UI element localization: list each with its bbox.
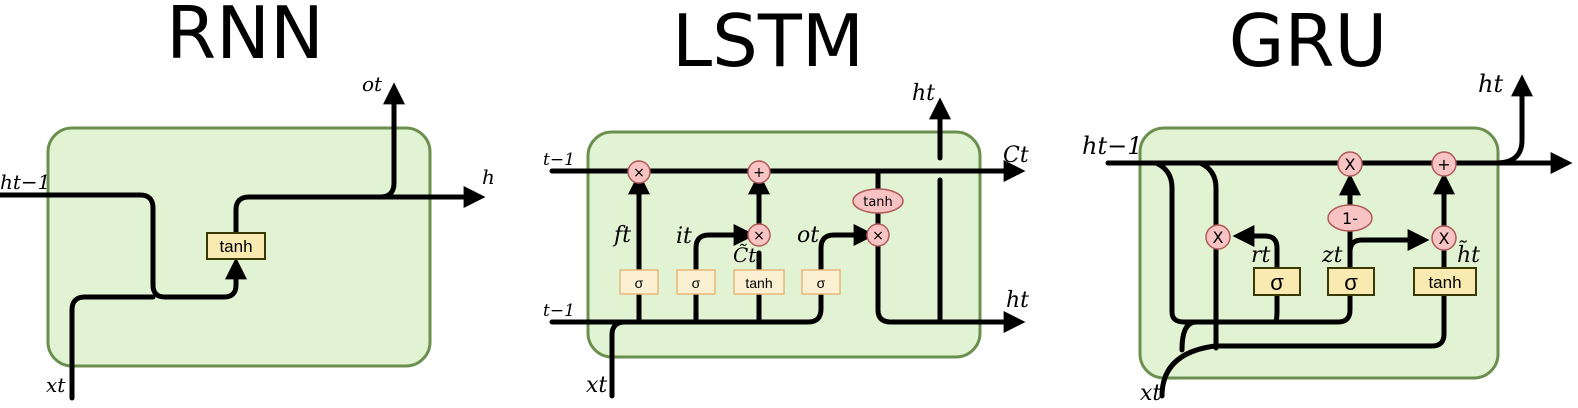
lstm-forget-gate <box>619 269 659 295</box>
gru-z-label: zt <box>1321 243 1343 268</box>
lstm-forget-mul-label: × <box>633 165 645 181</box>
lstm-input-mul-label: × <box>753 228 765 244</box>
lstm-add-label: + <box>753 165 765 181</box>
rnn-h-prev-label: ht−1 <box>0 170 50 194</box>
gru-keep-mul-label: X <box>1345 155 1356 174</box>
lstm-input-gate-label: σ <box>692 275 701 291</box>
rnn-o-label: ot <box>362 72 383 96</box>
gru-input-wire <box>1159 292 1447 399</box>
lstm-output-mul <box>866 223 890 247</box>
lstm-i-out <box>693 223 756 273</box>
gru-h-up-wire <box>1493 74 1534 166</box>
gru-hprev-to-r-wire <box>1153 160 1280 325</box>
lstm-panel: LSTM σ σ tanh σ <box>543 0 1029 399</box>
gru-input-branch <box>1179 319 1199 353</box>
lstm-forget-mul <box>627 160 651 184</box>
gru-candidate-gate <box>1413 267 1477 296</box>
gru-update-mul <box>1431 225 1457 251</box>
lstm-o-label: ot <box>797 223 819 248</box>
lstm-input-gate <box>676 269 716 295</box>
lstm-title: LSTM <box>672 0 864 83</box>
rnn-h-prev-text: ht−1 <box>0 170 50 194</box>
gru-add <box>1431 151 1457 177</box>
gru-reset-gate <box>1253 267 1301 296</box>
gru-update-gate <box>1327 267 1375 296</box>
lstm-c-tilde-label: C̃t <box>733 243 757 267</box>
rnn-tanh-label: tanh <box>219 237 252 256</box>
gru-hprev-to-mul-wire <box>1197 160 1219 351</box>
gru-one-minus-op <box>1327 204 1373 232</box>
gru-add-label: + <box>1437 155 1450 174</box>
lstm-output-gate <box>801 269 841 295</box>
lstm-output-gate-label: σ <box>817 275 826 291</box>
lstm-h-top-label: ht <box>912 81 935 106</box>
rnn-title: RNN <box>166 0 324 75</box>
gru-update-gate-label: σ <box>1344 270 1358 295</box>
gru-reset-gate-label: σ <box>1270 270 1284 295</box>
gru-keep-mul <box>1337 151 1363 177</box>
lstm-candidate-gate <box>733 269 785 295</box>
lstm-forget-gate-label: σ <box>635 275 644 291</box>
lstm-i-label: it <box>676 224 692 249</box>
lstm-h-right-label: ht <box>1006 288 1029 313</box>
lstm-output-mul-label: × <box>872 228 884 244</box>
lstm-h-prev-label: t−1 <box>543 301 575 321</box>
gru-bus-to-z-wire <box>1272 292 1353 325</box>
lstm-h-output-wire <box>875 244 1026 334</box>
gru-h-top-label: ht <box>1478 70 1503 98</box>
gru-reset-mul <box>1205 224 1231 250</box>
rnn-h-label: h <box>482 165 495 189</box>
gru-update-mul-label: X <box>1439 229 1450 248</box>
rnn-hidden-output-wire <box>233 185 486 235</box>
gru-reset-mul-label: X <box>1213 228 1224 247</box>
gru-z-to-mul <box>1347 228 1430 255</box>
rnn-input-wire <box>69 294 156 401</box>
rnn-output-wire <box>377 82 406 200</box>
lstm-input-wire <box>609 319 628 399</box>
gru-candidate-gate-label: tanh <box>1428 273 1461 292</box>
rnn-hidden-input-wire <box>0 192 248 300</box>
lstm-f-label: ft <box>612 223 631 248</box>
gru-h-prev-label: ht−1 <box>1082 132 1142 160</box>
rnn-x-label: xt <box>46 373 66 397</box>
gru-title: GRU <box>1229 0 1388 83</box>
gru-h-tilde-label: h̃t <box>1457 241 1480 268</box>
lstm-input-mul <box>747 223 771 247</box>
gru-panel: GRU σ σ tanh X X + <box>1082 0 1573 406</box>
lstm-x-label: xt <box>586 373 607 398</box>
lstm-tanh-op <box>852 188 904 214</box>
lstm-c-prev-label: t−1 <box>543 150 575 170</box>
gru-r-label: rt <box>1251 243 1271 268</box>
gru-x-label: xt <box>1140 381 1161 406</box>
rnn-panel: RNN tanh ht−1 ot h xt <box>0 0 495 401</box>
lstm-add <box>747 160 771 184</box>
gru-cell <box>1138 126 1500 380</box>
lstm-c-label: Ct <box>1003 143 1029 168</box>
lstm-cell <box>586 130 982 359</box>
gru-r-out <box>1232 224 1280 271</box>
lstm-hidden-bus-wire <box>549 291 824 325</box>
lstm-o-out <box>818 223 876 273</box>
rnn-tanh-box <box>206 232 266 260</box>
gru-one-minus-label: 1- <box>1342 209 1358 228</box>
lstm-candidate-gate-label: tanh <box>745 275 772 291</box>
lstm-tanh-op-label: tanh <box>863 195 893 210</box>
